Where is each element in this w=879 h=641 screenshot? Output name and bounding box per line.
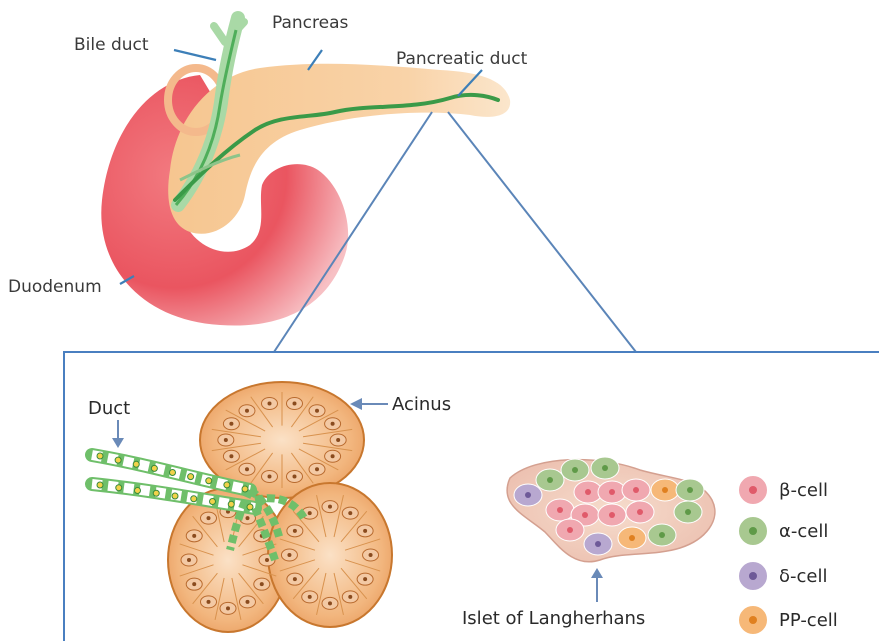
pancreatic-duct-label: Pancreatic duct [396,49,528,69]
islet-cell [561,459,589,481]
islet-cell [556,519,584,541]
islet-cell [676,479,704,501]
islet-cell [598,504,626,526]
duct-cell-dot [210,499,216,505]
legend-item: δ-cell [738,561,827,591]
duct-cell-dot [151,465,157,471]
duct-cell-dot [247,504,253,510]
islet-cell [651,479,679,501]
legend-item: α-cell [738,516,828,546]
alpha-cell-icon [738,516,768,546]
islet-cell [626,501,654,523]
islet-cell [591,457,619,479]
islet-cell [546,499,574,521]
acinus-label: Acinus [392,394,451,415]
islet-cell [514,484,542,506]
legend-item: PP-cell [738,605,838,635]
legend-label: β-cell [779,480,828,501]
duct-cell-dot [224,482,230,488]
legend-label: δ-cell [779,566,827,587]
islet-label: Islet of Langherhans [462,608,645,629]
duct-cell-dot [133,461,139,467]
delta-cell-icon [738,561,768,591]
duct-cell-dot [97,482,103,488]
duct-cell-dot [135,488,141,494]
islet-cell [648,524,676,546]
bile-duct-leader [174,50,216,60]
duct-cell-dot [242,486,248,492]
duct-cell-dot [153,490,159,496]
legend-label: α-cell [779,521,828,542]
duct-cell-dot [115,457,121,463]
duct-cell-dot [97,453,103,459]
islet-cell [536,469,564,491]
duct-cell-dot [172,493,178,499]
duodenum-label: Duodenum [8,277,102,297]
bile-duct-label: Bile duct [74,35,149,55]
islet-cell [584,533,612,555]
pp-cell-icon [738,605,768,635]
duct-cell-dot [191,496,197,502]
duct-cell-dot [206,478,212,484]
duct-label: Duct [88,398,130,419]
duct-cell-dot [116,485,122,491]
beta-cell-icon [738,475,768,505]
islet-cell [622,479,650,501]
zoom-line-right [448,112,636,352]
islet-cell [618,527,646,549]
islet-cell [674,501,702,523]
duct-cell-dot [188,474,194,480]
duct-cell-dot [170,470,176,476]
pancreas-label: Pancreas [272,13,349,33]
duct-cell-dot [228,501,234,507]
legend-item: β-cell [738,475,828,505]
legend-label: PP-cell [779,610,838,631]
